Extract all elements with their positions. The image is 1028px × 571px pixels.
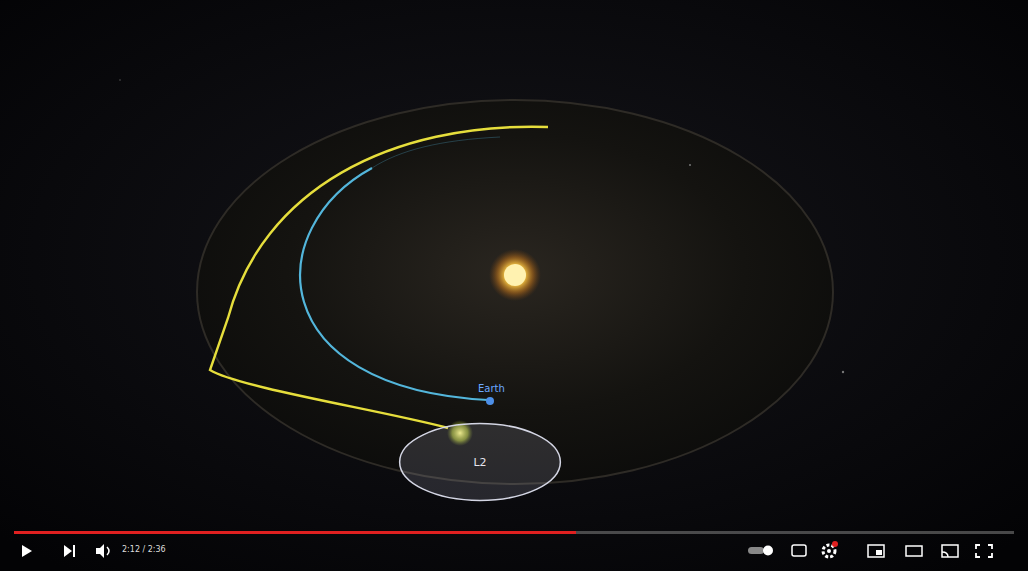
miniplayer-inner xyxy=(876,550,882,555)
star xyxy=(842,371,844,373)
volume-wave xyxy=(107,547,109,555)
sun xyxy=(489,249,541,301)
fullscreen-icon xyxy=(976,545,992,557)
progress-track xyxy=(14,531,1014,534)
settings-center xyxy=(827,549,831,553)
cast-wave xyxy=(942,552,948,557)
next-icon xyxy=(64,545,75,557)
earth-orbit-faint xyxy=(372,137,500,168)
trajectory-path xyxy=(210,127,548,428)
planet-label: Earth xyxy=(478,383,505,394)
star xyxy=(689,164,691,166)
cast-icon xyxy=(942,545,958,557)
hd-badge xyxy=(832,541,838,547)
play-icon xyxy=(22,545,32,557)
volume-icon xyxy=(96,544,104,558)
orbit-region: L2 xyxy=(398,422,562,502)
autoplay-toggle xyxy=(748,547,764,554)
star xyxy=(119,79,121,81)
autoplay-knob xyxy=(763,546,773,556)
captions-icon xyxy=(792,545,806,556)
sun-core xyxy=(504,264,526,286)
earth-orbit xyxy=(300,168,488,400)
time-display: 2:12 / 2:36 xyxy=(122,545,166,554)
earth-marker xyxy=(486,397,494,405)
settings-icon xyxy=(823,545,835,557)
miniplayer-icon xyxy=(868,545,884,557)
region-label: L2 xyxy=(473,456,486,469)
ecliptic-plane xyxy=(197,100,833,484)
theater-icon xyxy=(906,546,922,556)
progress-played xyxy=(14,531,576,534)
halo-orbit xyxy=(400,424,561,501)
